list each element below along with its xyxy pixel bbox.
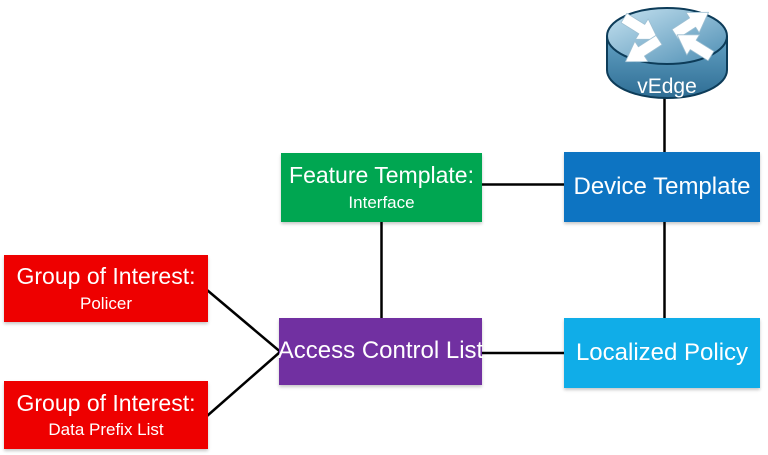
node-feature-template: Feature Template: Interface [281, 153, 482, 222]
node-localized-policy: Localized Policy [564, 318, 760, 388]
node-device-template: Device Template [564, 152, 760, 222]
node-group-of-interest-data-prefix-list: Group of Interest: Data Prefix List [4, 381, 208, 449]
edge-dataprefix-acl [206, 351, 281, 417]
node-access-control-list: Access Control List [277, 318, 484, 385]
vedge-router-icon: vEdge [606, 1, 728, 99]
diagram-edges [206, 95, 666, 417]
node-group-of-interest-policer: Group of Interest: Policer [4, 255, 208, 322]
edge-policer-acl [206, 289, 281, 353]
node-subtitle: Policer [80, 293, 132, 313]
node-title: Localized Policy [575, 338, 749, 366]
node-title: Access Control List [277, 337, 484, 365]
node-title: Device Template [573, 172, 751, 200]
node-subtitle: Data Prefix List [48, 420, 164, 440]
node-title: Group of Interest: [16, 389, 196, 416]
node-title: Group of Interest: [16, 263, 196, 289]
node-subtitle: Interface [348, 192, 415, 212]
vedge-label: vEdge [637, 75, 697, 98]
node-title: Feature Template: [289, 162, 474, 188]
